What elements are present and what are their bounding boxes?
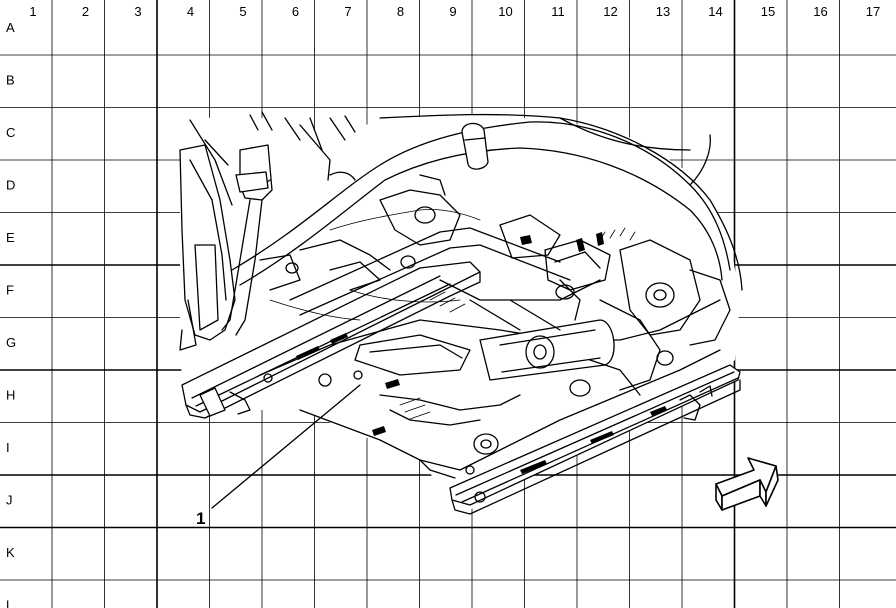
seat-frame-assembly-illustration (179, 111, 743, 515)
grid-column-label: 16 (813, 4, 827, 19)
grid-column-label: 13 (656, 4, 670, 19)
grid-column-label: 6 (292, 4, 299, 19)
grid-column-label: 12 (603, 4, 617, 19)
grid-column-label: 4 (187, 4, 194, 19)
grid-row-label: I (6, 440, 10, 455)
grid-row-label: L (6, 598, 13, 608)
grid-row-label: E (6, 230, 15, 245)
grid-row-label: G (6, 335, 16, 350)
grid-column-label: 5 (239, 4, 246, 19)
grid-column-label: 17 (866, 4, 880, 19)
grid-row-label: F (6, 283, 14, 298)
grid-column-label: 11 (551, 4, 565, 19)
grid-row-label: D (6, 178, 15, 193)
grid-column-label: 3 (134, 4, 141, 19)
grid-row-labels: A B C D E F G H I J K L (6, 20, 16, 608)
grid-row-label: K (6, 545, 15, 560)
callout-label-1: 1 (196, 509, 205, 528)
grid-column-label: 8 (397, 4, 404, 19)
grid-column-label: 7 (344, 4, 351, 19)
grid-column-label: 15 (761, 4, 775, 19)
grid-row-label: C (6, 125, 15, 140)
grid-column-label: 9 (449, 4, 456, 19)
grid-row-label: B (6, 73, 15, 88)
grid-row-label: J (6, 493, 13, 508)
front-arrow-icon (715, 457, 779, 511)
grid-row-label: H (6, 388, 15, 403)
grid-row-label: A (6, 20, 15, 35)
grid-column-label: 2 (82, 4, 89, 19)
grid-column-label: 1 (29, 4, 36, 19)
grid-column-label: 14 (708, 4, 722, 19)
grid-column-label: 10 (498, 4, 512, 19)
